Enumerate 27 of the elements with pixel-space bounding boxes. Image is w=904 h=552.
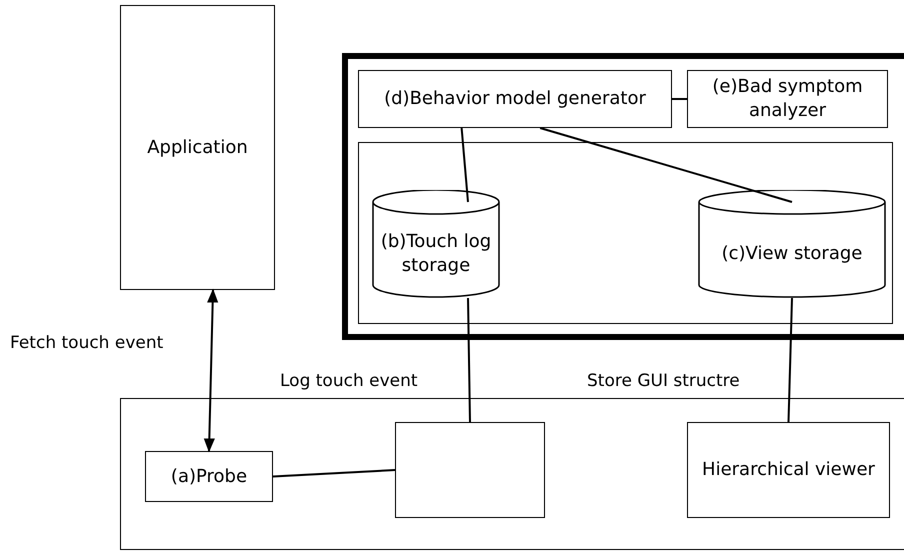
node-label: (e)Bad symptom analyzer: [711, 75, 864, 123]
connector-line: [467, 298, 471, 422]
system-frame: [342, 53, 904, 340]
connector-line: [672, 98, 687, 100]
annotation-label: Log touch event: [280, 371, 418, 391]
annotation-label: Store GUI structre: [587, 371, 740, 391]
node-label: Hierarchical viewer: [702, 458, 875, 482]
node-label: Application: [147, 136, 248, 160]
container-box: [120, 398, 904, 550]
process-box: [358, 70, 672, 128]
annotation-label: Fetch touch event: [10, 333, 164, 353]
node-label: (d)Behavior model generator: [384, 87, 646, 111]
node-label: (c)View storage: [722, 242, 862, 266]
node-label: (a)Probe: [170, 464, 248, 488]
connector-line: [460, 128, 469, 202]
connector-line: [272, 469, 396, 478]
process-box: [687, 70, 888, 128]
node-label: (b)Touch log storage: [380, 230, 492, 278]
process-box: [145, 451, 273, 502]
storage-cylinder: [372, 190, 500, 298]
arrow: [204, 288, 218, 452]
storage-cylinder: [698, 190, 886, 298]
container-box: [358, 142, 893, 324]
process-box: [120, 5, 275, 290]
container-box: [395, 422, 545, 518]
connector-line: [788, 298, 793, 422]
process-box: [687, 422, 890, 518]
